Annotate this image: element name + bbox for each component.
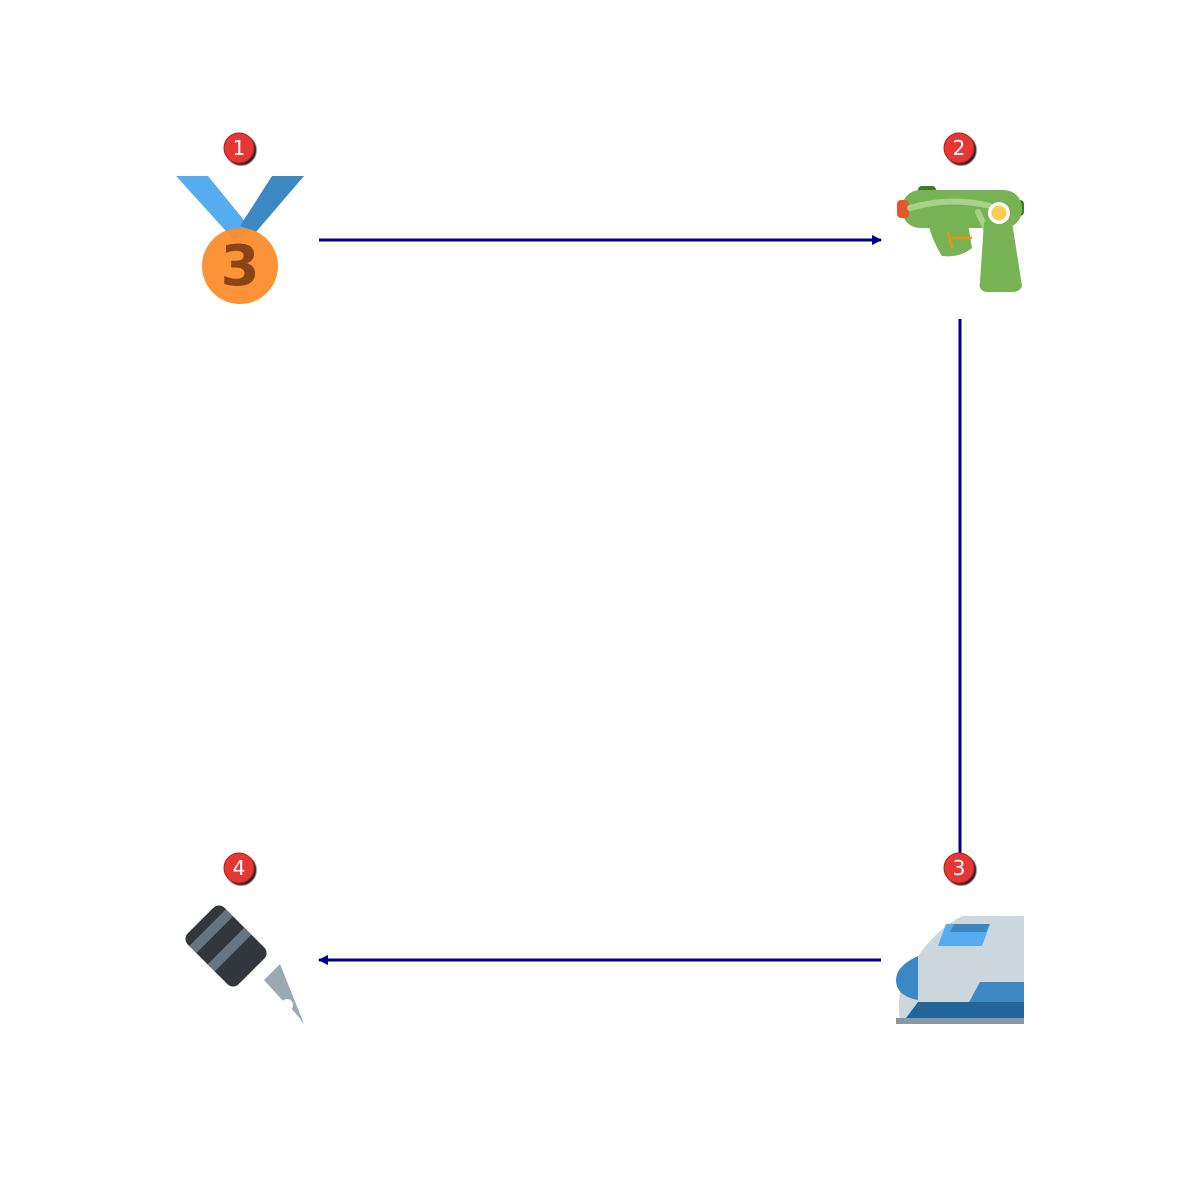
step-label-2: 2 (953, 136, 966, 160)
fountain-pen-icon (185, 905, 304, 1024)
water-pistol-icon (897, 186, 1024, 292)
step-badge-4 (223, 852, 255, 884)
node-3: 3 (896, 852, 1024, 1024)
medal-numeral: 3 (221, 234, 260, 299)
step-label-1: 1 (233, 136, 246, 160)
step-label-3: 3 (953, 856, 966, 880)
bullet-train-icon (896, 916, 1024, 1024)
node-2: 2 (897, 132, 1024, 292)
node-1: 3 1 (176, 132, 304, 304)
step-badge-1 (223, 132, 255, 164)
third-place-medal-icon: 3 (176, 176, 304, 304)
step-badge-3 (943, 852, 975, 884)
step-badge-2 (943, 132, 975, 164)
node-4: 4 (185, 852, 304, 1024)
step-label-4: 4 (233, 856, 246, 880)
